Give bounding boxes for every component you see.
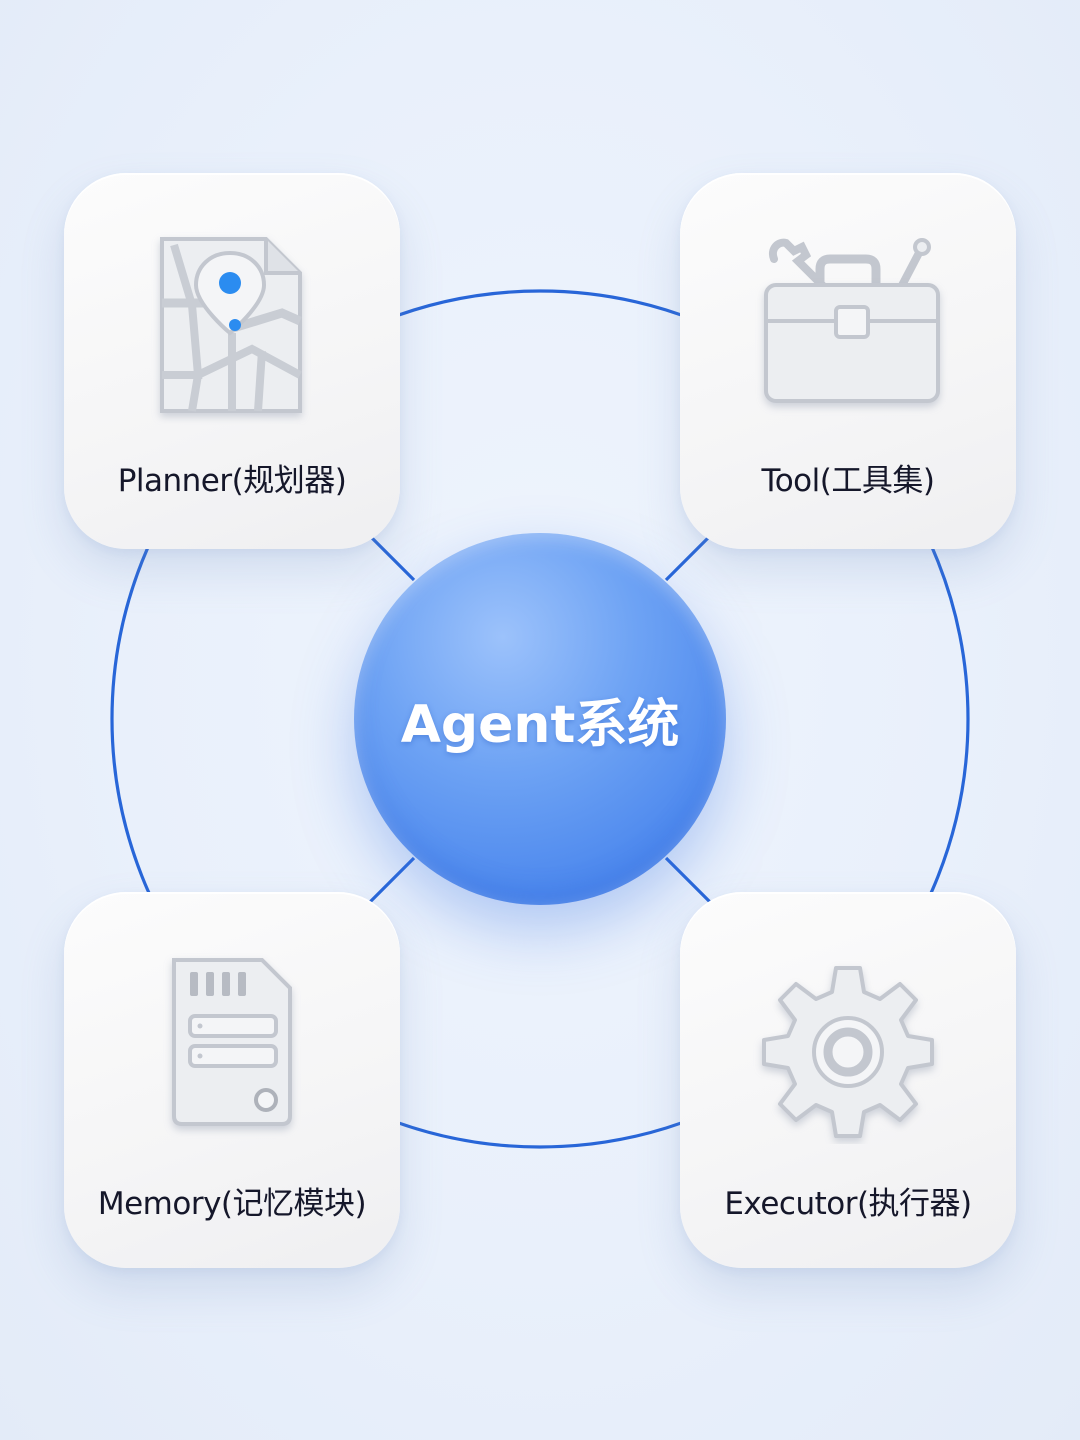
- memory-card: Memory(记忆模块): [64, 892, 400, 1268]
- outer-ring: [110, 289, 970, 1149]
- gear-icon: [762, 966, 934, 1138]
- tool-label: Tool(工具集): [761, 463, 935, 499]
- spoke-executor: [664, 856, 714, 906]
- executor-card: Executor(执行器): [680, 892, 1016, 1268]
- tool-card: Tool(工具集): [680, 173, 1016, 549]
- spoke-tool: [664, 532, 714, 582]
- agent-system-hub: Agent系统: [354, 533, 726, 905]
- memory-label: Memory(记忆模块): [97, 1186, 367, 1222]
- map-pin-icon: [160, 237, 302, 413]
- hub-label: Agent系统: [400, 694, 680, 755]
- spoke-planner: [366, 532, 416, 582]
- memory-card-icon: [172, 958, 292, 1126]
- planner-label: Planner(规划器): [117, 463, 347, 499]
- spoke-memory: [366, 856, 416, 906]
- toolbox-icon: [764, 238, 940, 403]
- planner-card: Planner(规划器): [64, 173, 400, 549]
- executor-label: Executor(执行器): [724, 1186, 972, 1222]
